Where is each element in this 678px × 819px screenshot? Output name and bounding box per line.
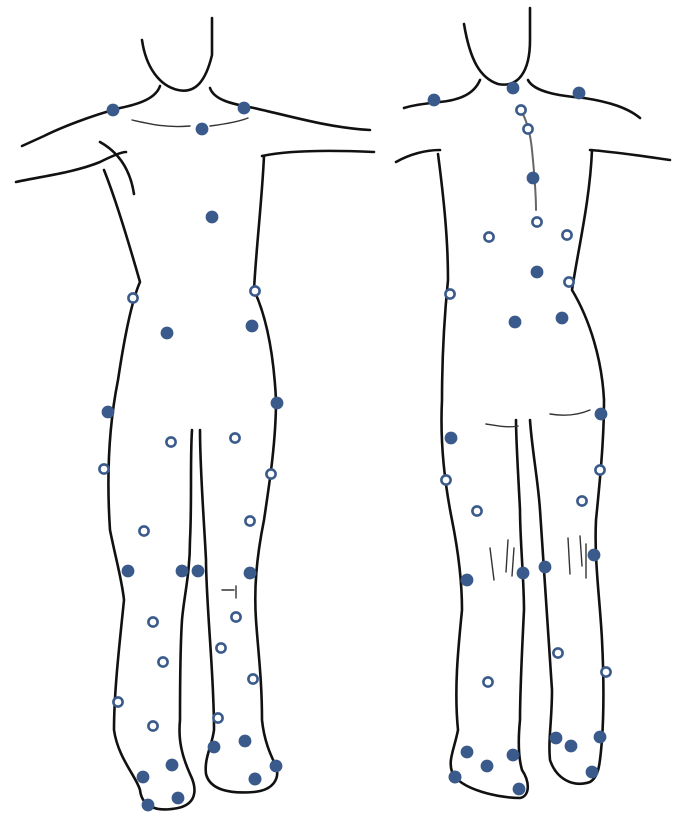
front-armpit-right <box>100 142 134 194</box>
marker-open-b-scapula-left <box>484 232 493 241</box>
front-arm-right-upper <box>16 152 126 182</box>
marker-filled-f-shoulder-left <box>238 102 250 114</box>
marker-filled-b-knee-outer-right <box>588 549 600 561</box>
marker-filled-b-spine-l1 <box>531 266 543 278</box>
marker-filled-f-foot-outer-left <box>249 773 261 785</box>
marker-open-f-thigh-lower-right <box>139 526 148 535</box>
back-knee-crease-left <box>490 540 514 580</box>
marker-filled-b-thigh-upper-left <box>445 432 457 444</box>
marker-filled-f-ankle-outer-left <box>239 735 251 747</box>
marker-filled-b-heel-outer-left <box>513 783 525 795</box>
marker-open-f-shin-mid-right <box>158 657 167 666</box>
marker-filled-b-ankle-mid-right <box>565 740 577 752</box>
marker-filled-f-knee-outer-right <box>122 565 134 577</box>
marker-open-b-thigh-back-right <box>577 496 586 505</box>
front-body-outline <box>16 18 374 809</box>
marker-filled-f-foot-toe-left <box>270 760 282 772</box>
marker-filled-b-knee-outer-left <box>461 574 473 586</box>
marker-filled-b-heel-right <box>586 766 598 778</box>
marker-filled-b-psis-left <box>509 316 521 328</box>
marker-open-b-waist-right <box>564 277 573 286</box>
marker-filled-f-ankle-inner-left <box>208 741 220 753</box>
back-waistband-right <box>550 410 590 415</box>
front-neck-right <box>22 86 160 146</box>
marker-filled-b-shoulder-right <box>573 87 585 99</box>
marker-filled-b-spine-t6 <box>527 172 539 184</box>
marker-filled-b-neck <box>507 82 519 94</box>
marker-open-b-calf-right <box>553 648 562 657</box>
marker-filled-b-foot-left <box>449 771 461 783</box>
marker-open-f-thigh-inner-left <box>230 433 239 442</box>
back-head <box>464 8 530 85</box>
marker-filled-b-hip-right <box>595 408 607 420</box>
front-clavicle-left <box>210 118 248 126</box>
marker-filled-f-sternum <box>196 123 208 135</box>
back-shoulder-right <box>528 80 640 118</box>
marker-open-f-shin-lower-left <box>213 713 222 722</box>
marker-filled-f-ankle-inner-right <box>166 759 178 771</box>
marker-open-b-waist-left <box>445 289 454 298</box>
marker-open-b-spine-c7 <box>516 105 525 114</box>
marker-open-b-spine-t2 <box>523 124 532 133</box>
marker-filled-b-knee-inner-left <box>517 567 529 579</box>
marker-filled-f-foot-heel-right <box>172 792 184 804</box>
marker-filled-b-ankle-inner-left <box>507 749 519 761</box>
marker-filled-b-psis-right <box>556 312 568 324</box>
marker-open-f-shin-upper-right <box>148 617 157 626</box>
front-neck-left <box>210 88 370 130</box>
marker-open-b-calf-outer-right <box>601 667 610 676</box>
marker-open-f-calf-inner-left <box>248 674 257 683</box>
marker-open-b-calf-left <box>483 677 492 686</box>
back-arm-left <box>396 150 440 162</box>
marker-filled-f-knee-outer-left <box>244 567 256 579</box>
back-torso-left <box>438 154 528 798</box>
marker-open-f-shin-mid-left <box>216 643 225 652</box>
marker-filled-b-shoulder-left <box>428 94 440 106</box>
front-torso-right <box>104 170 194 809</box>
marker-filled-f-abdomen-right <box>161 327 173 339</box>
marker-filled-f-ankle-outer-right <box>137 771 149 783</box>
marker-filled-b-heel-left <box>481 760 493 772</box>
back-knee-crease-right <box>568 536 586 578</box>
back-shoulder-left <box>404 80 480 108</box>
marker-filled-f-shoulder-right <box>107 104 119 116</box>
marker-filled-f-knee-inner-right <box>176 565 188 577</box>
front-clavicle-right <box>132 120 190 127</box>
back-waistband-left <box>486 424 518 427</box>
marker-open-b-scapula-right <box>562 230 571 239</box>
back-torso-right <box>530 150 604 784</box>
marker-filled-f-hip-right <box>102 406 114 418</box>
marker-open-f-thigh-outer-left <box>266 469 275 478</box>
marker-filled-f-hip-left <box>271 397 283 409</box>
marker-open-b-thigh-outer-left <box>441 475 450 484</box>
front-knee-detail <box>222 586 236 598</box>
marker-filled-b-ankle-inner-right <box>550 732 562 744</box>
marker-open-f-shin-lower-right <box>148 721 157 730</box>
marker-filled-f-knee-inner-left <box>192 565 204 577</box>
marker-open-f-waist-right <box>128 293 137 302</box>
marker-filled-b-ankle-outer-left <box>461 746 473 758</box>
marker-filled-b-ankle-outer-right <box>594 731 606 743</box>
marker-open-f-shin-upper-left <box>231 612 240 621</box>
front-arm-left <box>262 151 374 156</box>
marker-open-b-thigh-outer-right <box>595 465 604 474</box>
marker-filled-f-abdomen-left <box>246 320 258 332</box>
marker-open-f-thigh-outer-right <box>99 464 108 473</box>
back-arm-right <box>590 150 670 160</box>
marker-filled-b-knee-inner-right <box>539 561 551 573</box>
marker-open-b-spine-t10 <box>532 217 541 226</box>
marker-open-b-thigh-back-left <box>472 506 481 515</box>
marker-open-f-calf-outer-right <box>113 697 122 706</box>
marker-open-f-thigh-lower-left <box>245 516 254 525</box>
marker-open-f-thigh-inner-right <box>166 437 175 446</box>
front-jaw <box>142 18 212 91</box>
marker-filled-f-chest-center <box>206 211 218 223</box>
marker-filled-f-foot-outer-right <box>142 799 154 811</box>
marker-open-f-waist-left <box>250 286 259 295</box>
